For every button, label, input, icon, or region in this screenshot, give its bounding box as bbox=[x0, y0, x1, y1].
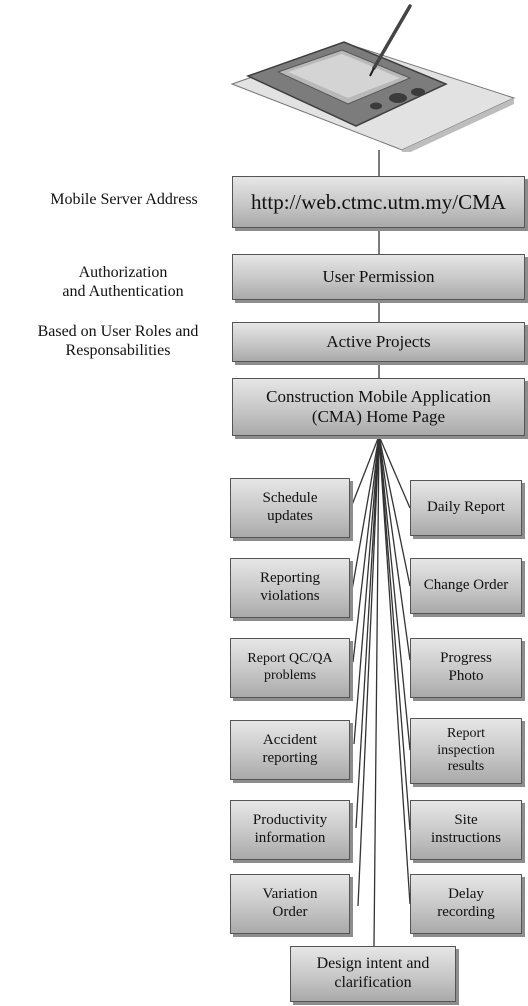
pda-device-icon bbox=[230, 4, 516, 152]
roles-caption: Based on User Roles and Responsabilities bbox=[37, 323, 199, 360]
server-address-caption: Mobile Server Address bbox=[50, 191, 198, 208]
user-permission-box: User Permission bbox=[232, 254, 525, 300]
server-url-box: http://web.ctmc.utm.my/CMA bbox=[232, 176, 525, 228]
connector-home-site bbox=[378, 435, 411, 831]
connector-home-variation bbox=[357, 435, 380, 907]
connector-home-inspection bbox=[378, 435, 411, 751]
daily-report-box: Daily Report bbox=[410, 480, 522, 536]
connector-home-qcqa bbox=[352, 435, 380, 663]
connector-home-delay bbox=[378, 435, 411, 905]
change-order-box: Change Order bbox=[410, 558, 522, 614]
connector-home-daily bbox=[378, 435, 411, 509]
active-projects-box: Active Projects bbox=[232, 322, 525, 362]
connector-home-bottom bbox=[373, 435, 380, 947]
cma-home-box: Construction Mobile Application(CMA) Hom… bbox=[232, 378, 525, 436]
connector-home-accident bbox=[353, 435, 380, 745]
connector-home-schedule bbox=[349, 435, 380, 511]
connector-home-violations bbox=[351, 435, 380, 591]
connector-home-progress bbox=[378, 435, 411, 661]
connector-home-productivity bbox=[355, 435, 380, 829]
connector-home-change bbox=[378, 435, 411, 587]
auth-caption: Authorization and Authentication bbox=[62, 264, 184, 301]
